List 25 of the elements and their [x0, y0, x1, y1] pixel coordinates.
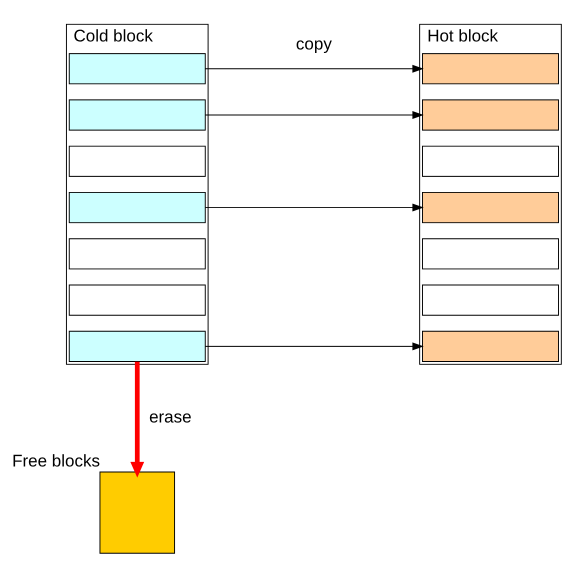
arrow	[204, 64, 424, 72]
node-box	[68, 191, 206, 223]
node-label: Free blocks	[12, 451, 100, 470]
node-box	[68, 145, 206, 176]
node-box	[422, 238, 559, 269]
node-box	[422, 98, 559, 130]
arrow	[130, 361, 144, 478]
edge-label: erase	[149, 406, 192, 426]
node-box	[422, 284, 559, 316]
node-box	[422, 145, 559, 176]
arrow	[205, 110, 424, 118]
node-box	[68, 52, 206, 84]
node-box	[68, 330, 206, 362]
node-box	[422, 52, 559, 84]
node-box	[422, 330, 559, 362]
cluster: Hot block	[419, 23, 562, 364]
node-box	[99, 471, 176, 554]
arrow	[205, 342, 424, 350]
edge-label: copy	[296, 34, 332, 53]
node-box	[68, 284, 206, 316]
cluster: Cold block	[66, 23, 209, 364]
node-box	[68, 98, 206, 130]
arrow	[205, 203, 424, 212]
node-box	[68, 238, 206, 269]
node-box	[422, 191, 559, 223]
